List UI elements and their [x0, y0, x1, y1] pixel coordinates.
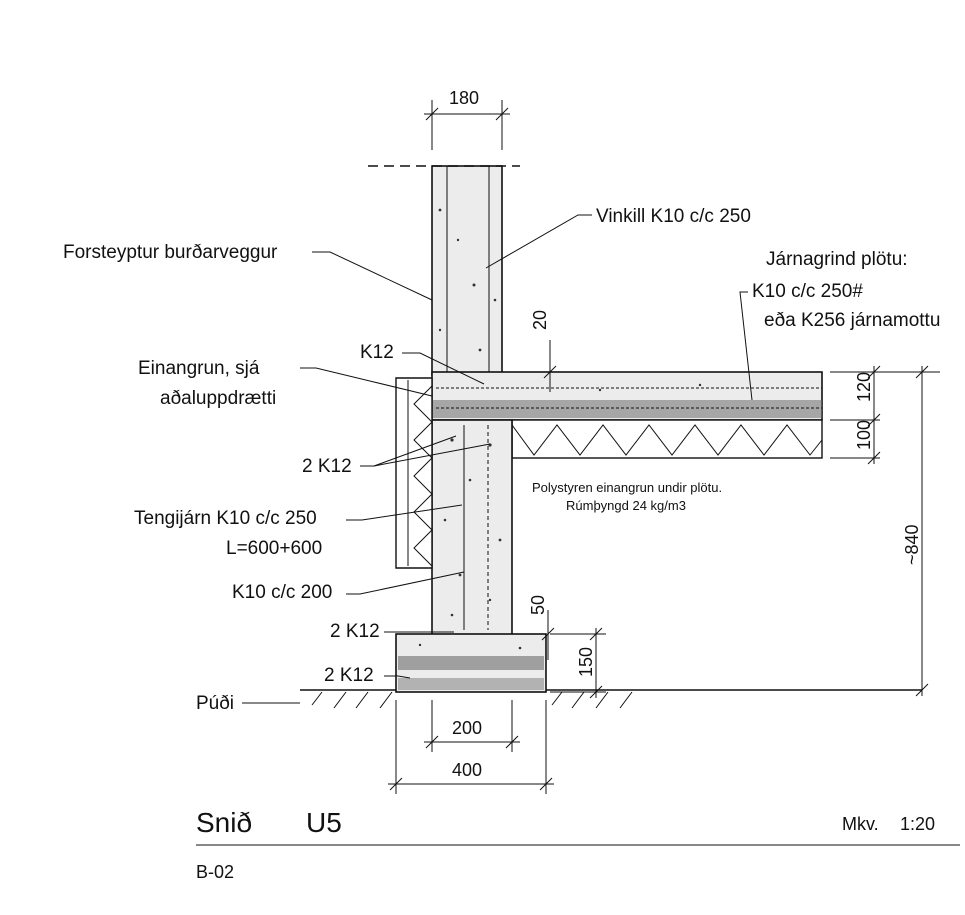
dim-wall-extension: [541, 610, 555, 660]
precast-wall: [431, 165, 503, 376]
label-polystyrene-2: Rúmþyngd 24 kg/m3: [566, 498, 686, 513]
slab-insulation: [511, 419, 823, 459]
wall-insulation: [395, 377, 433, 569]
dim-footing-height: [550, 627, 606, 699]
dim-footing-height-label: 150: [576, 647, 596, 677]
foundation-wall: [431, 419, 513, 636]
dim-wall-width: [424, 100, 510, 150]
label-precast-wall: Forsteyptur burðarveggur: [63, 242, 278, 263]
dim-wall-base-label: 200: [452, 718, 482, 738]
scale-value: 1:20: [900, 814, 935, 834]
label-polystyrene-1: Polystyren einangrun undir plötu.: [532, 480, 722, 495]
dim-insulation-label: 100: [854, 420, 874, 450]
insulation-hatch: [511, 424, 823, 456]
dim-footing-width-label: 400: [452, 760, 482, 780]
scale-label: Mkv.: [842, 814, 879, 834]
label-slab-rebar-1: K10 c/c 250#: [752, 281, 863, 302]
soil-hatch: [311, 691, 633, 709]
label-2k12-mid: 2 K12: [302, 456, 352, 477]
label-2k12-footing-bottom: 2 K12: [324, 665, 374, 686]
dim-wall-extension-label: 50: [528, 595, 548, 615]
label-2k12-footing-top: 2 K12: [330, 621, 380, 642]
dim-footing-width: [388, 700, 554, 794]
label-tie-bar-1: Tengijárn K10 c/c 250: [134, 508, 317, 529]
sheet-number: B-02: [196, 862, 234, 882]
label-pad: Púði: [196, 693, 234, 714]
label-k12-top: K12: [360, 342, 394, 363]
label-insulation-2: aðaluppdrætti: [160, 388, 276, 409]
dim-total-label: ~840: [902, 524, 922, 565]
dim-wall-width-label: 180: [449, 88, 479, 108]
label-k10-200: K10 c/c 200: [232, 582, 332, 603]
label-slab-rebar-2: eða K256 járnamottu: [764, 310, 940, 331]
label-insulation-1: Einangrun, sjá: [138, 358, 260, 379]
dim-cover: [543, 340, 557, 392]
label-slab-rebar-title: Járnagrind plötu:: [766, 249, 908, 270]
dim-slab-label: 120: [854, 372, 874, 402]
dim-cover-label: 20: [530, 310, 550, 330]
concrete-aggregate: [418, 208, 702, 650]
section-label: Snið: [196, 807, 252, 838]
label-angle-bar: Vinkill K10 c/c 250: [596, 206, 751, 227]
leader-lines: [242, 214, 753, 704]
dim-wall-base: [424, 700, 520, 752]
section-id: U5: [306, 807, 342, 838]
dim-right-chain: [830, 365, 940, 697]
label-tie-bar-2: L=600+600: [226, 538, 322, 559]
